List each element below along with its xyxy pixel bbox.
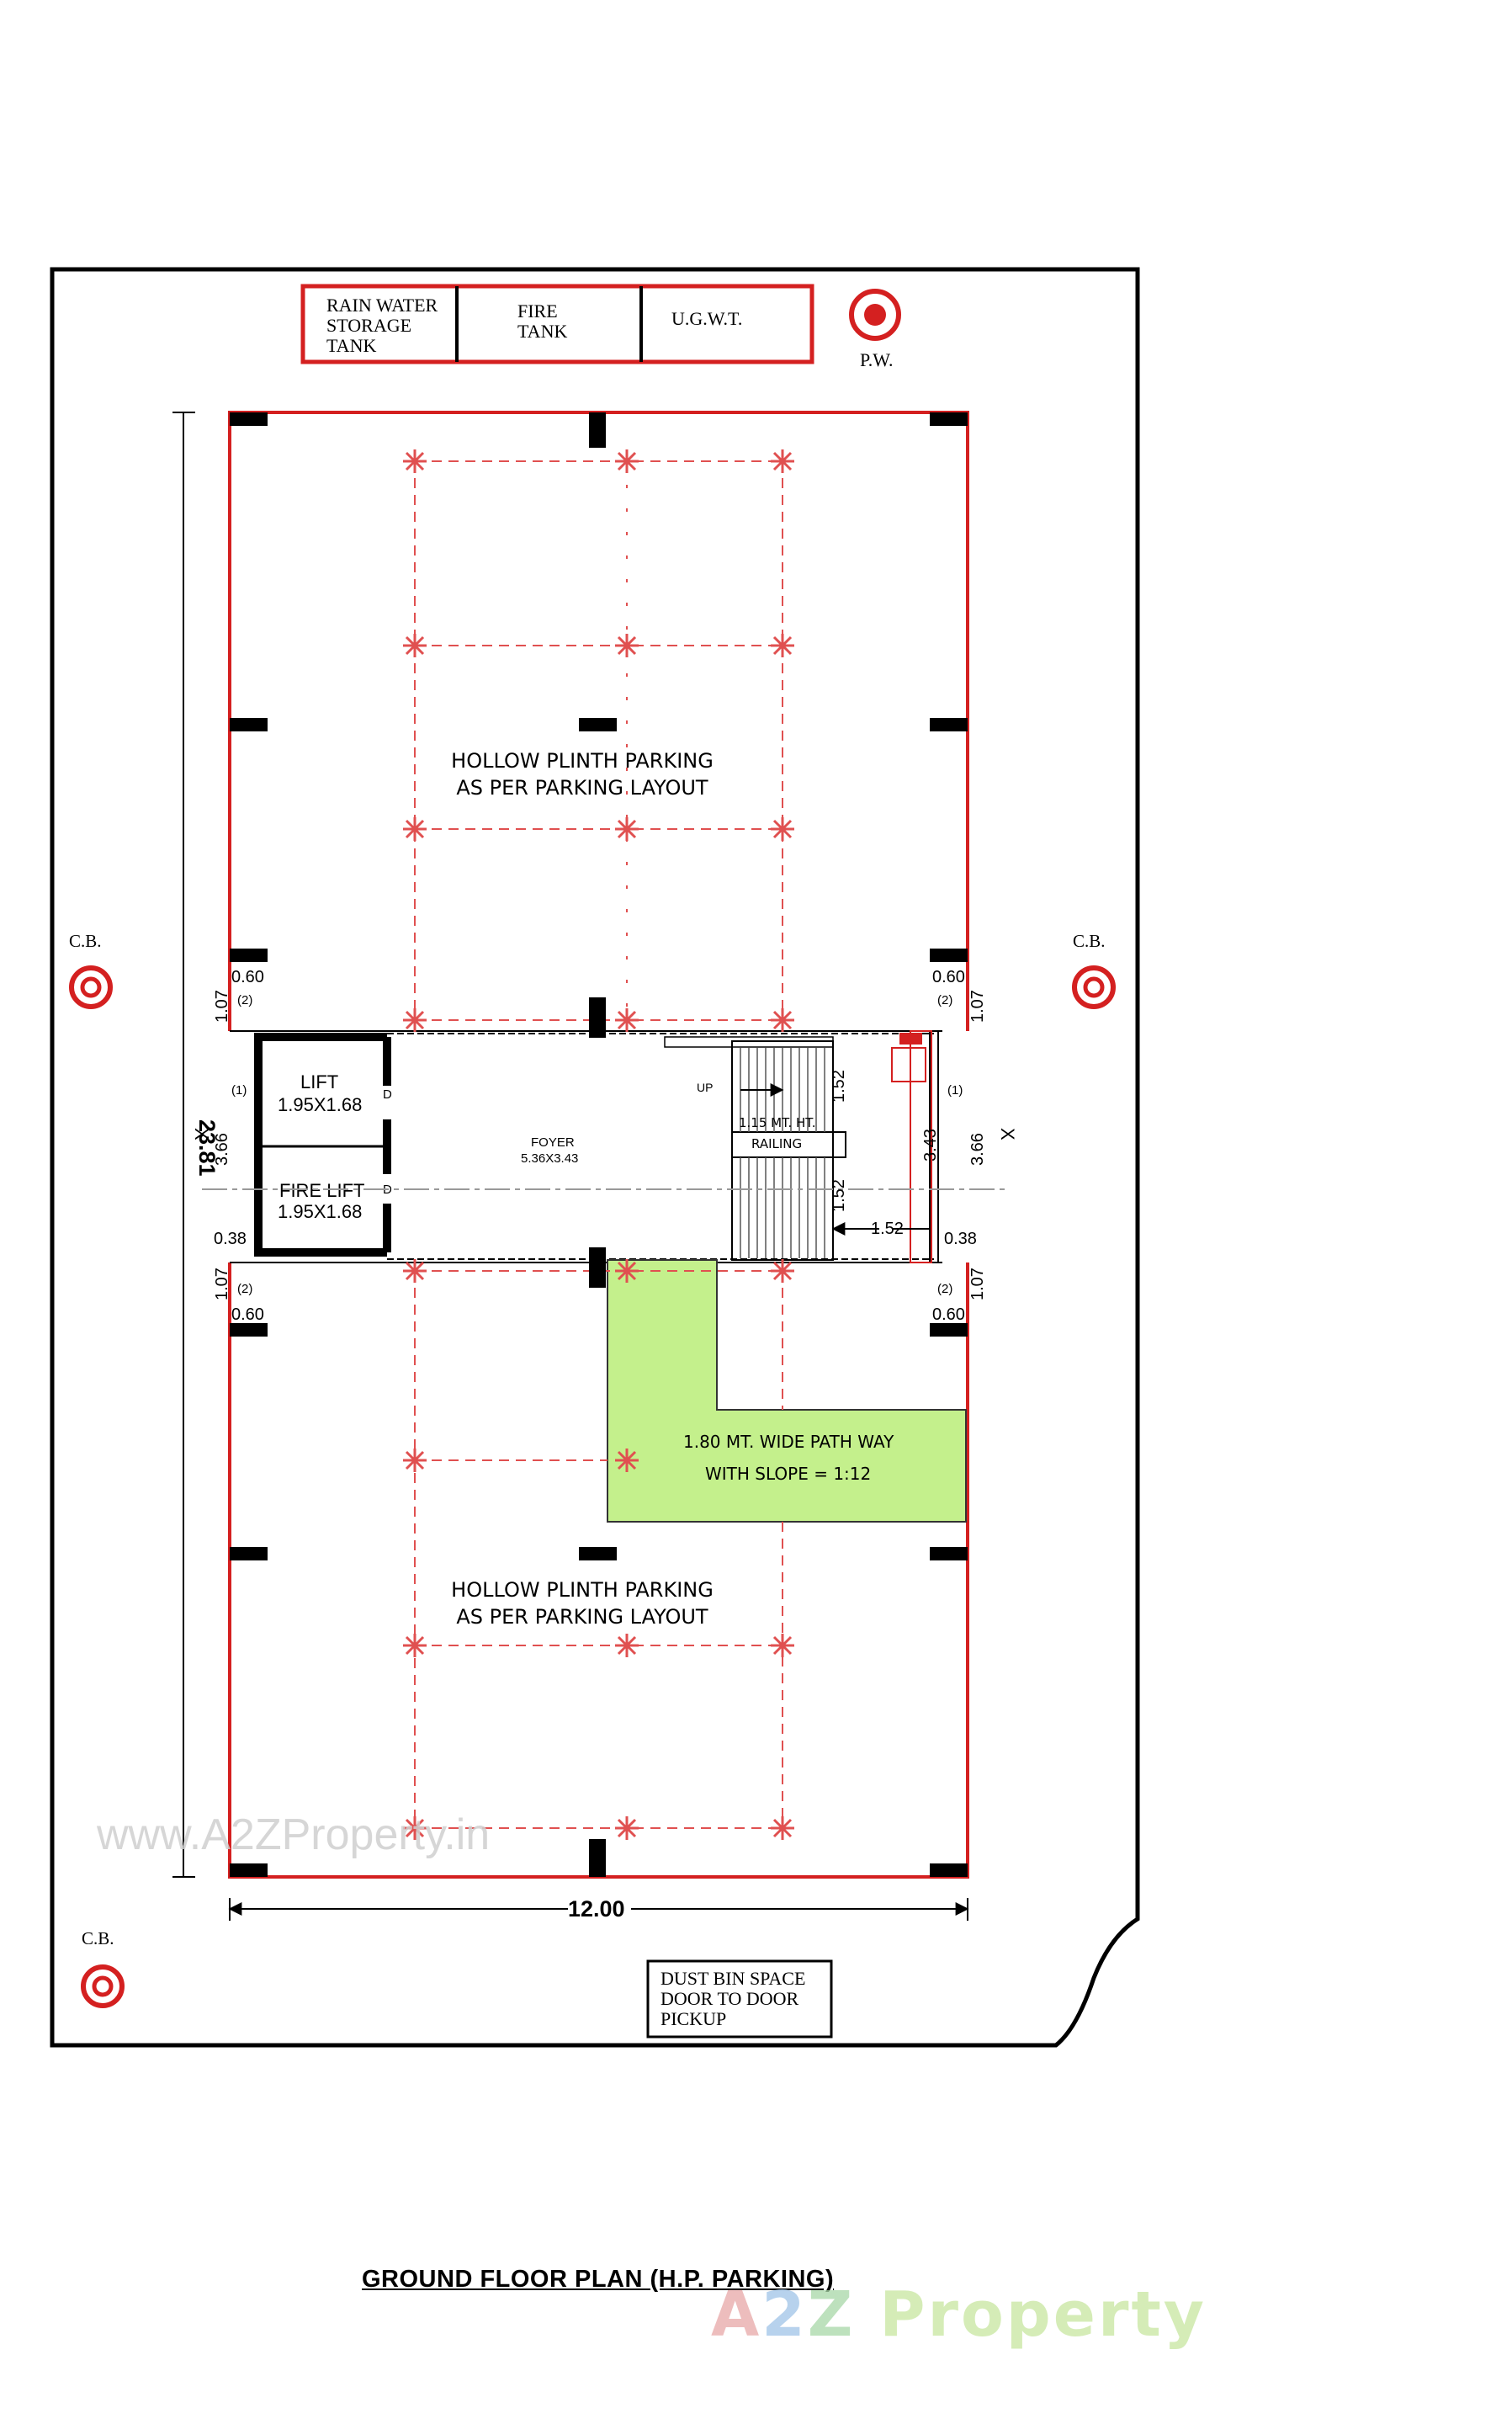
cb-label-right: C.B.	[1073, 931, 1106, 951]
fire-tank-label-1: FIRE	[517, 300, 558, 322]
lift-size: 1.95X1.68	[278, 1094, 362, 1115]
dim-152-lower: 1.52	[830, 1179, 848, 1212]
ramp-path-way	[607, 1259, 967, 1523]
cb-label-bottom: C.B.	[82, 1928, 114, 1948]
mark-2-tr: (2)	[937, 993, 952, 1007]
target-icon	[69, 965, 113, 1009]
fire-lift-label: FIRE LIFT	[279, 1180, 364, 1201]
brand-logo: A2Z Property	[711, 2277, 1204, 2352]
dim-060-tr: 0.60	[932, 968, 965, 986]
parking-grid-bottom	[414, 1270, 783, 1829]
dim-060-tl: 0.60	[231, 968, 264, 986]
section-mark-right: X	[997, 1128, 1018, 1140]
parking-bottom-label-2: AS PER PARKING LAYOUT	[456, 1605, 708, 1629]
brand-word-property: Property	[855, 2278, 1207, 2351]
fire-tank-label-2: TANK	[517, 321, 567, 342]
parking-top-label-2: AS PER PARKING LAYOUT	[456, 776, 708, 800]
lift-shafts	[254, 1033, 391, 1257]
brand-digit-two: 2	[761, 2278, 808, 2351]
mark-2-bl: (2)	[237, 1282, 252, 1296]
plot-boundary	[50, 267, 1140, 2048]
stair-up-label: UP	[697, 1081, 713, 1094]
railing-label: RAILING	[751, 1136, 802, 1151]
railing-height-label: 1.15 MT. HT.	[739, 1115, 815, 1130]
dim-038-left: 0.38	[214, 1230, 247, 1248]
dim-107-tr: 1.07	[968, 990, 987, 1023]
fire-equipment	[891, 1033, 926, 1082]
mark-2-tl: (2)	[237, 993, 252, 1007]
lift-door-marker: D	[383, 1087, 392, 1102]
website-watermark: www.A2ZProperty.in	[97, 1810, 491, 1859]
parking-grid-top	[414, 460, 783, 1021]
target-icon	[1072, 965, 1116, 1009]
dim-107-bl: 1.07	[213, 1268, 231, 1300]
path-way-label-2: WITH SLOPE = 1:12	[705, 1464, 871, 1484]
rain-water-tank-label-1: RAIN WATER	[326, 295, 438, 316]
section-mark-left: X	[191, 1128, 212, 1140]
rain-water-tank-label-3: TANK	[326, 335, 376, 356]
foyer-label: FOYER	[531, 1135, 575, 1150]
target-icon	[81, 1964, 125, 2008]
dim-366-right: 3.66	[968, 1133, 987, 1166]
dim-152-horizontal: 1.52	[871, 1220, 904, 1238]
ugwt-label: U.G.W.T.	[671, 308, 742, 329]
parking-bottom-label-1: HOLLOW PLINTH PARKING	[451, 1578, 714, 1602]
structural-columns	[230, 412, 968, 1877]
parking-top-label-1: HOLLOW PLINTH PARKING	[451, 749, 714, 773]
dustbin-label-3: PICKUP	[661, 2008, 726, 2029]
dim-060-br: 0.60	[932, 1305, 965, 1324]
building-outline	[228, 411, 969, 1879]
rain-water-tank-label-2: STORAGE	[326, 315, 411, 336]
fire-lift-size: 1.95X1.68	[278, 1201, 362, 1222]
dim-343: 3.43	[921, 1129, 940, 1162]
pw-label: P.W.	[860, 349, 894, 370]
dim-152-upper: 1.52	[830, 1070, 848, 1103]
path-way-label-1: 1.80 MT. WIDE PATH WAY	[683, 1432, 894, 1452]
foyer-size: 5.36X3.43	[521, 1151, 578, 1166]
brand-letter-a: A	[711, 2278, 762, 2351]
cb-label-left: C.B.	[69, 931, 102, 951]
dustbin-label-2: DOOR TO DOOR	[661, 1988, 799, 2009]
tanks-group: RAIN WATER STORAGE TANK FIRE TANK U.G.W.…	[300, 284, 814, 364]
mark-1-right: (1)	[947, 1083, 963, 1098]
overall-width-dim: 12.00	[568, 1896, 625, 1922]
mark-1-left: (1)	[231, 1083, 247, 1098]
small-dimensions: 0.60 0.60 0.60 0.60 1.07 1.07 1.07 1.07 …	[213, 968, 987, 1324]
dim-107-br: 1.07	[968, 1268, 987, 1300]
lift-label: LIFT	[300, 1071, 338, 1092]
dustbin-box	[646, 1959, 833, 2039]
dim-060-bl: 0.60	[231, 1305, 264, 1324]
dustbin-label-1: DUST BIN SPACE	[661, 1968, 805, 1989]
mark-2-br: (2)	[937, 1282, 952, 1296]
dim-038-right: 0.38	[944, 1230, 977, 1248]
dim-366-left: 3.66	[213, 1133, 231, 1166]
dimension-lines	[172, 412, 969, 1921]
brand-letter-z: Z	[807, 2278, 856, 2351]
page-title: GROUND FLOOR PLAN (H.P. PARKING)	[362, 2266, 835, 2293]
overall-length-dim: 23.81	[194, 1119, 220, 1177]
target-icon	[849, 289, 901, 341]
column-cross-icon	[403, 449, 794, 1840]
dim-107-tl: 1.07	[213, 990, 231, 1023]
